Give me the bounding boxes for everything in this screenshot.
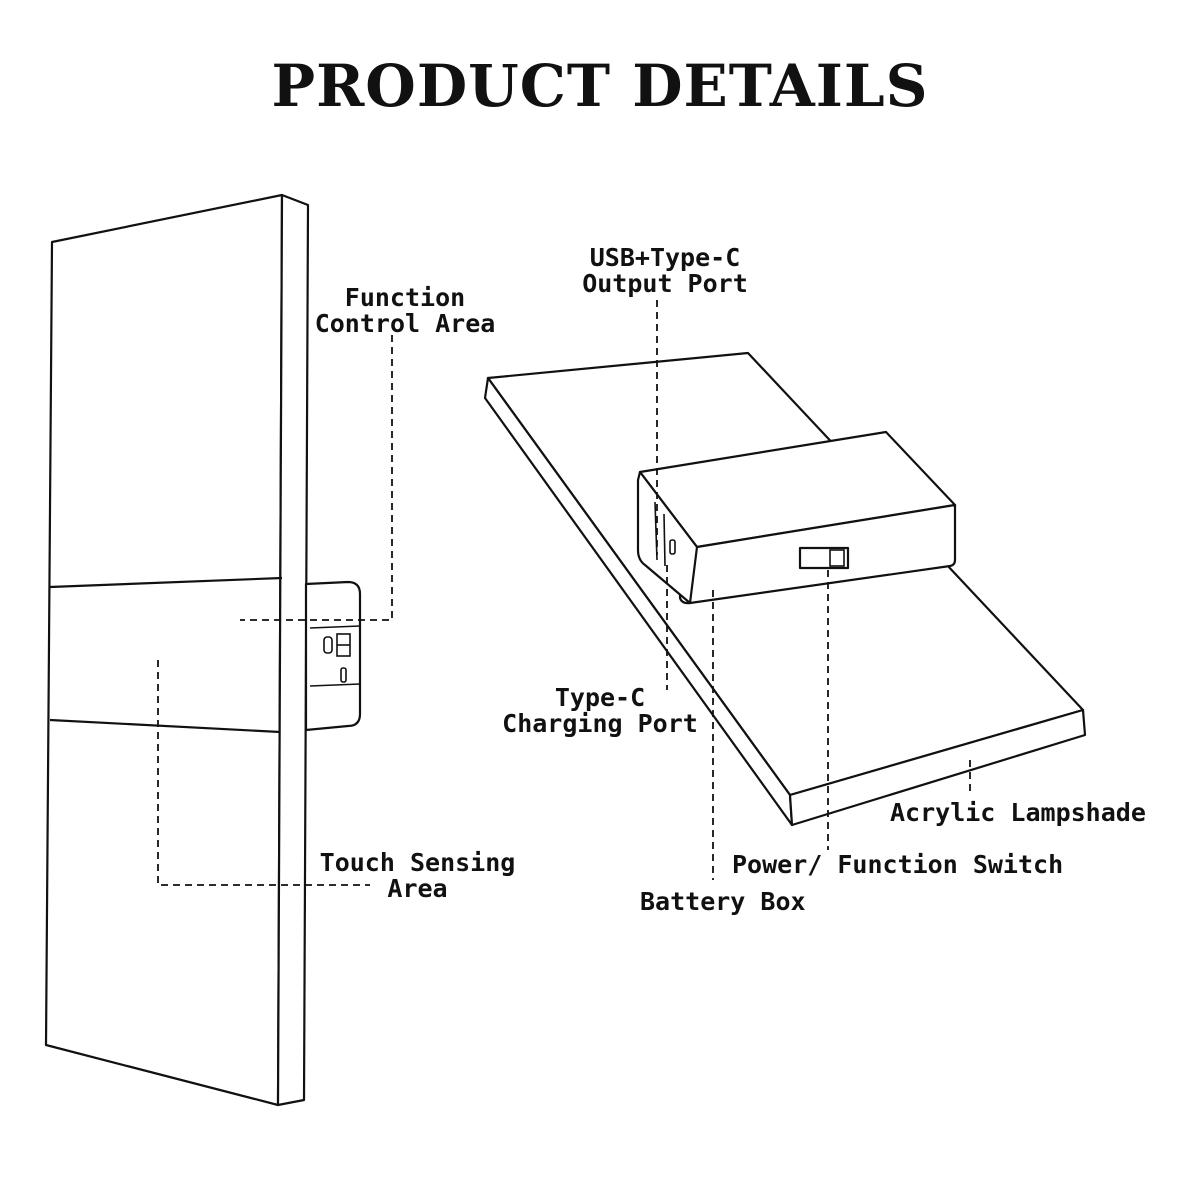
charging-port-label: Type-C Charging Port [502, 683, 698, 738]
charging-slot-icon [340, 667, 347, 683]
lamp-side-edge [276, 193, 310, 1107]
port-slot-icon [323, 636, 333, 654]
acrylic-front-edge [788, 708, 1087, 827]
acrylic-lampshade-label: Acrylic Lampshade [890, 798, 1146, 827]
touch-sensing-label: Touch Sensing Area [319, 848, 516, 903]
function-control-label: Function Control Area [314, 283, 496, 338]
band-top-line [49, 576, 283, 589]
lamp-front-view [44, 193, 393, 1107]
function-control-leader [240, 335, 393, 621]
page-title: PRODUCT DETAILS [271, 52, 929, 120]
band-bottom-line [49, 718, 281, 734]
control-module [304, 580, 362, 732]
box-port-icon [669, 539, 676, 555]
power-switch-label: Power/ Function Switch [732, 850, 1064, 879]
power-switch [798, 546, 850, 570]
battery-box-label: Battery Box [640, 887, 806, 916]
touch-sensing-leader [157, 660, 370, 886]
lamp-base-view [483, 300, 1087, 880]
output-port-label: USB+Type-C Output Port [582, 243, 748, 298]
lamp-front-face [44, 193, 284, 1107]
